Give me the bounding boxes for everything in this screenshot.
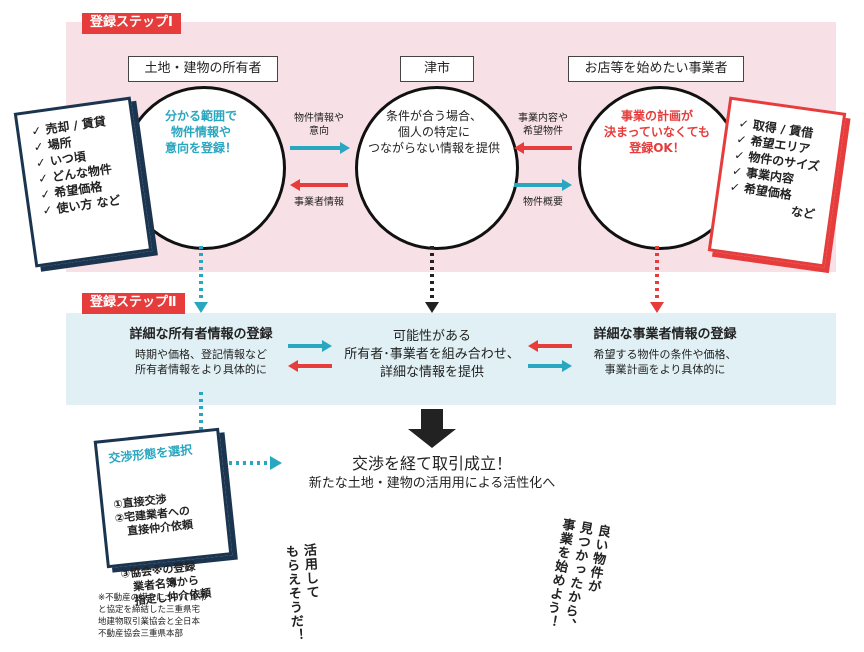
arrow-label-city-to-owner: 事業者情報 — [294, 197, 344, 208]
business-circle-text: 事業の計画が決まっていなくても登録OK！ — [604, 109, 710, 155]
step2-owner-desc: 時期や価格、登記情報など所有者情報をより具体的に — [135, 348, 267, 376]
city-label: 津市 — [400, 56, 474, 82]
city-circle-text: 条件が合う場合、個人の特定につながらない情報を提供 — [367, 109, 500, 155]
dotted-city-down — [425, 246, 439, 313]
step1-tag: 登録ステップⅠ — [82, 13, 181, 34]
result-title: 交渉を経て取引成立！ — [351, 454, 512, 473]
arrow-label-city-to-biz: 物件概要 — [523, 197, 563, 208]
arrow-owner-to-city — [290, 142, 350, 154]
big-down-arrow — [408, 409, 456, 448]
business-checklist: ✓ 取得 / 賃借 ✓ 希望エリア ✓ 物件のサイズ ✓ 事業内容 ✓ 希望価格… — [707, 96, 847, 268]
step2-biz-title: 詳細な事業者情報の登録 — [593, 327, 737, 342]
owner-checklist: ✓ 売却 / 賃貸 ✓ 場所 ✓ いつ頃 ✓ どんな物件 ✓ 希望価格 ✓ 使い… — [13, 96, 153, 268]
dotted-biz-down — [650, 246, 664, 313]
dotted-nego-to-result — [222, 456, 282, 470]
step2-tag: 登録ステップⅡ — [82, 293, 185, 314]
business-label: お店等を始めたい事業者 — [568, 56, 744, 82]
arrow-label-owner-to-city: 物件情報や意向 — [294, 113, 344, 137]
arrow-step2-center-to-biz — [528, 360, 572, 372]
owner-label: 土地・建物の所有者 — [128, 56, 278, 82]
arrow-step2-biz-to-center — [528, 340, 572, 352]
step2-owner-block: 詳細な所有者情報の登録 時期や価格、登記情報など所有者情報をより具体的に — [108, 326, 294, 377]
arrow-step2-center-to-owner — [288, 360, 332, 372]
step2-biz-block: 詳細な事業者情報の登録 希望する物件の条件や価格、事業計画をより具体的に — [572, 326, 758, 377]
arrow-city-to-biz — [514, 179, 572, 191]
arrow-step2-owner-to-center — [288, 340, 332, 352]
dotted-owner-down — [194, 246, 208, 313]
arrow-label-biz-to-city: 事業内容や希望物件 — [518, 113, 568, 137]
owner-speech: 活用してもらえそうだ！ — [282, 542, 320, 643]
owner-circle-text: 分かる範囲で物件情報や意向を登録！ — [164, 109, 237, 155]
arrow-city-to-owner — [290, 179, 348, 191]
arrow-biz-to-city — [514, 142, 572, 154]
step2-band — [66, 313, 836, 405]
step2-biz-desc: 希望する物件の条件や価格、事業計画をより具体的に — [593, 348, 737, 376]
step2-owner-title: 詳細な所有者情報の登録 — [129, 327, 273, 342]
result-subtitle: 新たな土地・建物の活用用による活性化へ — [308, 476, 556, 491]
city-circle — [355, 86, 519, 250]
footnote: ※不動産の媒介について津市と協定を締結した三重県宅地建物取引業協会と全日本不動産… — [98, 593, 207, 639]
step2-center-text: 可能性がある所有者･事業者を組み合わせ、詳細な情報を提供 — [344, 329, 520, 380]
result-block: 交渉を経て取引成立！ 新たな土地・建物の活用用による活性化へ — [290, 453, 574, 493]
